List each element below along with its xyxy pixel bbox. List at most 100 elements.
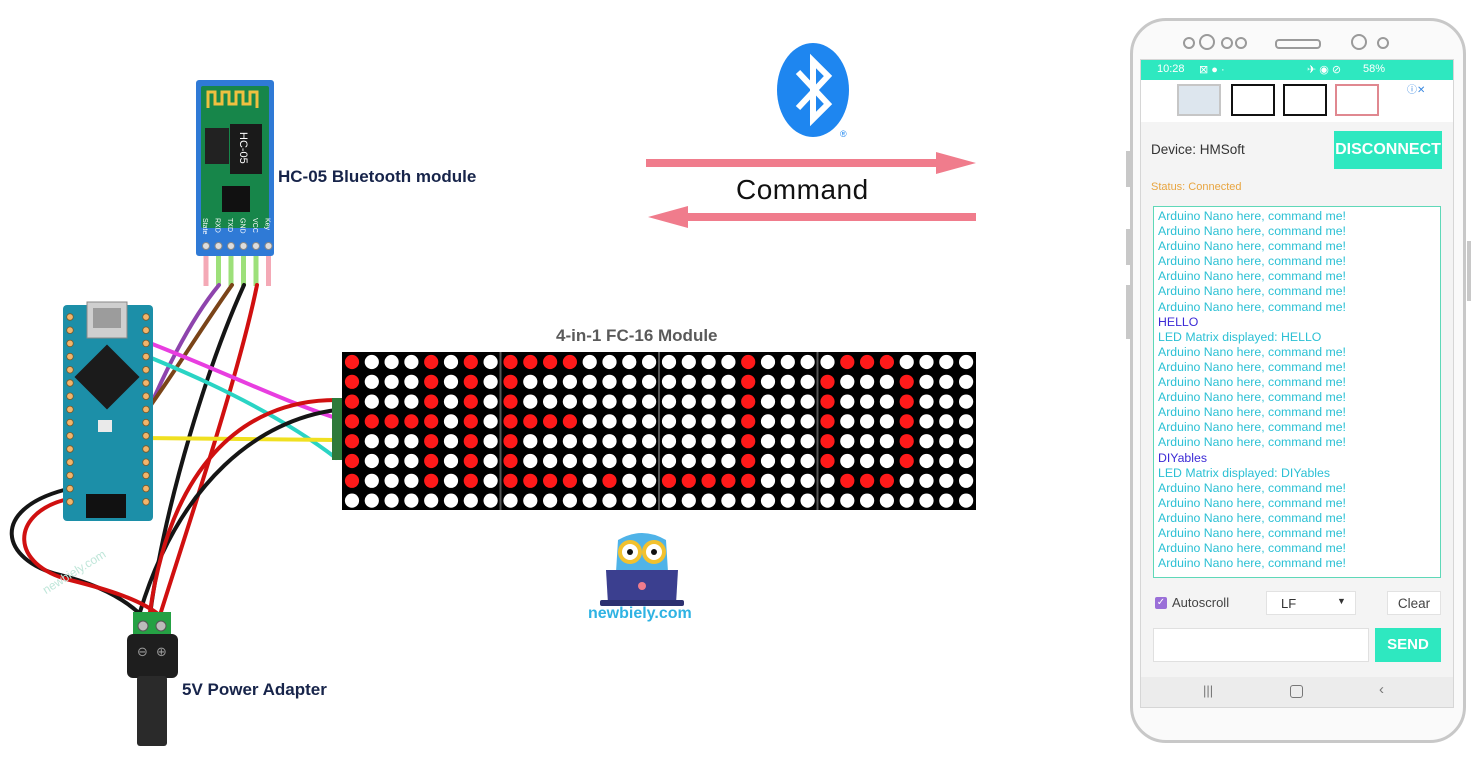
led-off [543,453,558,469]
log-line-received: Arduino Nano here, command me! [1158,480,1346,495]
led-off [483,473,498,488]
device-label: Device: HMSoft [1151,142,1245,157]
led-off [919,354,934,370]
led-on [463,434,478,449]
command-label: Command [736,174,869,205]
led-off [543,434,558,449]
phone-camera [1351,34,1367,50]
home-icon[interactable] [1290,685,1303,698]
phone-screen: 10:28 ⊠ ● · ✈ ◉ ⊘ 58% ⓘ✕ Device: HMSoft … [1140,59,1454,708]
led-off [840,374,855,389]
led-off [939,493,954,508]
message-input[interactable] [1153,628,1369,662]
led-off [602,453,617,469]
led-off [424,493,439,508]
led-off [443,493,459,508]
hc05-pin-label: GND [239,218,246,234]
recents-icon[interactable]: ||| [1203,683,1214,698]
log-line-received: LED Matrix displayed: HELLO [1158,329,1322,344]
wire-red-matrix [148,398,338,614]
led-off [760,374,776,389]
log-line-received: Arduino Nano here, command me! [1158,556,1346,571]
led-off [840,434,855,449]
log-line-sent: DIYables [1158,450,1207,465]
led-off [384,473,399,488]
autoscroll-checkbox[interactable]: ✓ [1155,597,1167,609]
line-ending-select[interactable]: LF ▼ [1266,591,1356,615]
led-on [424,414,439,429]
led-on [424,374,439,389]
led-on [721,473,736,488]
ad-info-close-icon[interactable]: ⓘ✕ [1407,85,1426,96]
led-off [582,354,597,370]
led-off [523,493,538,508]
clear-button[interactable]: Clear [1387,591,1441,615]
led-off [543,493,558,508]
led-off [879,414,895,429]
led-off [840,414,855,429]
led-on [820,394,835,409]
led-off [780,394,795,409]
led-on [424,473,439,488]
hc05-label: HC-05 Bluetooth module [278,167,477,186]
wires [9,283,338,617]
led-off [384,394,399,409]
led-off [661,434,677,449]
ad-banner[interactable]: ⓘ✕ [1141,80,1453,122]
led-on [741,414,756,429]
led-on [860,473,875,488]
phone-side-button [1126,285,1130,339]
led-off [939,473,954,488]
log-line-received: Arduino Nano here, command me! [1158,284,1346,299]
svg-text:®: ® [840,129,847,139]
led-on [741,453,756,469]
led-off [939,434,954,449]
nano-pin [142,405,150,414]
owl-mascot-icon [600,533,684,606]
nano-pin [66,326,74,334]
led-off [582,434,597,449]
led-off [364,434,379,449]
nano-pin [142,418,150,427]
serial-log[interactable]: Arduino Nano here, command me! Arduino Na… [1153,206,1441,578]
nano-pin [142,484,150,493]
led-on [523,414,538,429]
led-off [642,473,657,488]
led-off [840,453,855,469]
led-off [443,414,459,429]
led-off [800,473,815,488]
led-off [642,354,657,370]
log-line-received: Arduino Nano here, command me! [1158,239,1346,254]
ad-thumbnail[interactable] [1231,84,1275,116]
android-nav-bar: ||| ‹ [1141,677,1453,707]
led-on [384,414,399,429]
led-off [800,354,815,370]
led-off [622,374,637,389]
ad-thumbnail[interactable] [1335,84,1379,116]
led-off [919,394,934,409]
send-button[interactable]: SEND [1375,628,1441,662]
led-off [681,374,696,389]
led-off [642,453,657,469]
led-off [879,434,895,449]
led-on [741,434,756,449]
led-on [899,374,914,389]
hc05-pin-hole [202,242,210,250]
disconnect-button[interactable]: DISCONNECT [1334,131,1442,169]
ad-thumbnail[interactable] [1283,84,1327,116]
led-off [959,453,974,469]
led-off [384,354,399,370]
led-off [582,493,597,508]
back-icon[interactable]: ‹ [1379,681,1384,698]
led-off [780,374,795,389]
led-off [622,414,637,429]
led-off [602,374,617,389]
led-off [681,354,696,370]
led-off [760,493,776,508]
led-off [443,394,459,409]
led-off [404,453,419,469]
led-on [820,453,835,469]
ad-thumbnail[interactable] [1177,84,1221,116]
led-on [344,453,360,469]
hc05-pin-label: TXD [226,218,233,232]
